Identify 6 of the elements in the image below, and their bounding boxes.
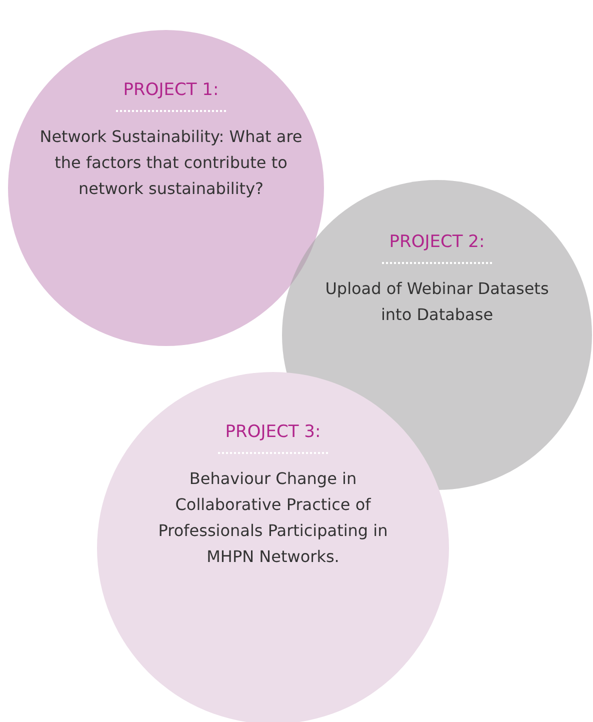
project-heading: PROJECT 3: [225,422,321,442]
project-description: Network Sustainability: What are the factors that contribute to network sustainability? [38,126,304,200]
project-heading: PROJECT 1: [123,80,219,100]
project-heading: PROJECT 2: [389,232,485,252]
project-description: Upload of Webinar Datasets into Database [324,278,550,326]
project-description: Behaviour Change in Collaborative Practice of Professionals Participating in MHPN Networks. [157,468,389,568]
